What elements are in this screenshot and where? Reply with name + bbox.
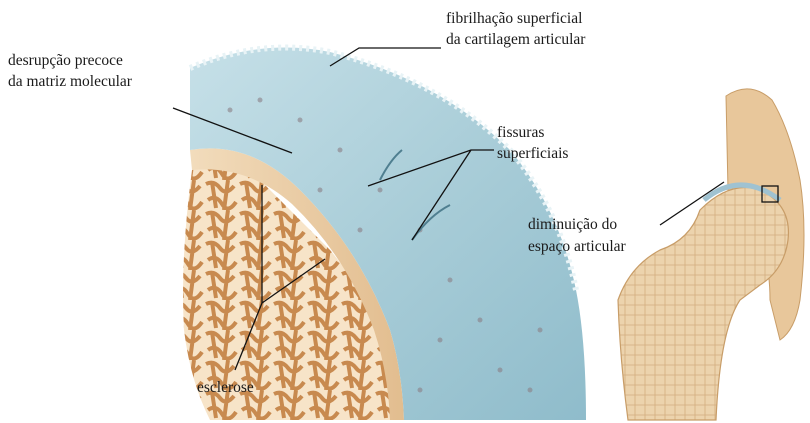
label-desrupcao-line2: da matriz molecular (8, 72, 132, 91)
label-fibrilacao-line2: da cartilagem articular (446, 30, 585, 49)
femur (618, 188, 788, 421)
label-fibrilacao-line1: fibrilhação superficial (446, 9, 582, 28)
label-diminuicao-line1: diminuição do (528, 215, 617, 234)
hip-joint (618, 89, 804, 420)
label-diminuicao-line2: espaço articular (528, 237, 626, 256)
label-fissuras-line2: superficiais (497, 144, 568, 163)
label-fissuras-line1: fissuras (497, 123, 544, 142)
label-esclerose: esclerose (197, 378, 254, 397)
label-desrupcao-line1: desrupção precoce (8, 51, 123, 70)
cartilage-block (183, 48, 586, 420)
